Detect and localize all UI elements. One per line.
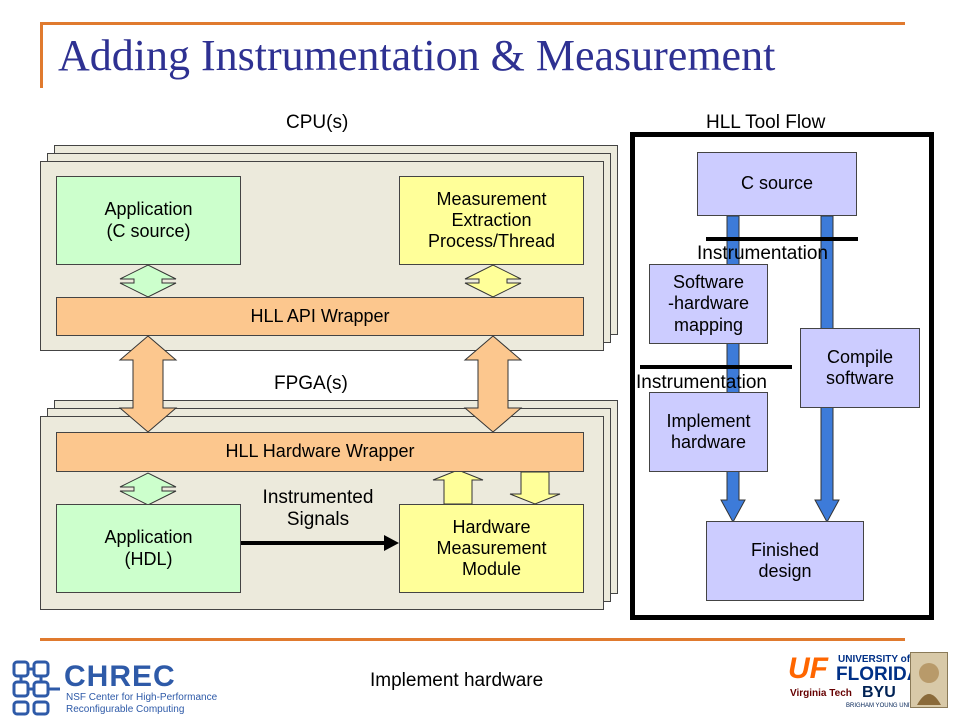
software-hardware-mapping-box: Software -hardware mapping	[649, 264, 768, 344]
gwu-seal-image	[910, 652, 948, 708]
cpu-measurement-box: Measurement Extraction Process/Thread	[399, 176, 584, 265]
virginia-tech-logo: Virginia Tech	[790, 688, 852, 699]
title-rule-horizontal	[40, 22, 905, 25]
cpu-measure-wrapper-arrow	[464, 264, 522, 298]
hll-hardware-wrapper: HLL Hardware Wrapper	[56, 432, 584, 472]
hll-api-wrapper: HLL API Wrapper	[56, 297, 584, 336]
cpu-app-wrapper-arrow	[119, 264, 177, 298]
instrumentation-bar-top	[706, 237, 858, 241]
compile-software-box: Compile software	[800, 328, 920, 408]
byu-logo: BYU	[862, 684, 896, 701]
fpga-app-wrapper-arrow	[119, 472, 177, 506]
cpu-label: CPU(s)	[286, 112, 349, 133]
chrec-subtitle-2: Reconfigurable Computing	[66, 704, 185, 715]
slide-title: Adding Instrumentation & Measurement	[58, 31, 776, 80]
finished-design-box: Finished design	[706, 521, 864, 601]
chrec-wordmark: CHREC	[64, 660, 176, 693]
instrumentation-label-top: Instrumentation	[697, 243, 828, 264]
measure-hw-wrapper-arrow	[509, 471, 561, 505]
fpga-application-box: Application (HDL)	[56, 504, 241, 593]
footer-caption: Implement hardware	[370, 670, 544, 691]
implement-hardware-box: Implement hardware	[649, 392, 768, 472]
uf-university-of: UNIVERSITY of	[838, 654, 911, 665]
tool-flow-label: HLL Tool Flow	[706, 112, 826, 133]
instrumentation-bar-mid	[640, 365, 792, 369]
c-source-box: C source	[697, 152, 857, 216]
chrec-subtitle-1: NSF Center for High-Performance	[66, 692, 218, 703]
byu-subtitle: BRIGHAM YOUNG UNIVERSITY	[846, 703, 936, 709]
uf-logo: UF	[788, 652, 828, 685]
hardware-measurement-module: Hardware Measurement Module	[399, 504, 584, 593]
instrumentation-label-mid: Instrumentation	[636, 372, 767, 393]
hw-wrapper-measure-arrow	[432, 469, 484, 505]
cpu-application-box: Application (C source)	[56, 176, 241, 265]
footer-rule	[40, 638, 905, 641]
instrumented-signals-label: Instrumented Signals	[262, 487, 374, 531]
title-rule-vertical	[40, 22, 43, 88]
uf-florida: FLORIDA	[836, 664, 921, 685]
instrumented-signals-arrow	[384, 535, 399, 551]
fpga-label: FPGA(s)	[274, 373, 348, 394]
